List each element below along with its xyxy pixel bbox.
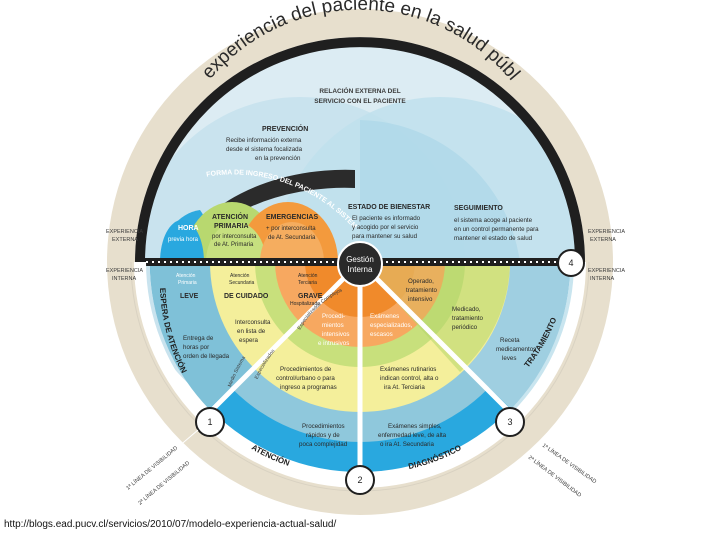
espera-leve-1: Entrega de [183, 335, 214, 342]
hora-heading: HORA [178, 225, 199, 232]
trat-receta-2: medicamentos [496, 346, 536, 353]
trat-medicado-3: periódico [452, 324, 478, 331]
atencion-low-2: rápidos y de [306, 432, 340, 439]
espera-leve-2: horas por [183, 344, 209, 351]
level-3-label: GRAVE [298, 293, 323, 300]
seguimiento-heading: SEGUIMIENTO [454, 205, 503, 212]
right-externa-2: EXTERNA [590, 237, 616, 243]
emergencias-heading: EMERGENCIAS [266, 214, 318, 221]
atencion-mid-3: ingreso a programas [280, 384, 337, 391]
prevencion-line-1: Recibe información externa [226, 137, 302, 144]
espera-cuidado-2: en lista de [237, 328, 266, 335]
estado-line-3: para mantener su salud [352, 233, 418, 240]
right-externa-1: EXPERIENCIA [588, 229, 625, 235]
relacion-line-1: RELACIÓN EXTERNA DEL [319, 86, 400, 95]
trat-receta-3: leves [502, 355, 516, 362]
emergencias-text-1: + por interconsulta [266, 226, 316, 232]
level-3-top-1: Atención [298, 273, 318, 279]
primaria-text-2: de At. Primaria [214, 242, 254, 248]
seguimiento-line-2: en un control permanente para [454, 226, 539, 233]
marker-4-label: 4 [568, 258, 573, 268]
vis-line-left [129, 429, 199, 489]
seguimiento-line-3: mantener el estado de salud [454, 235, 533, 242]
hora-text: previa hora [168, 237, 199, 243]
level-2-top-2: Secundaria [229, 280, 255, 286]
marker-1-label: 1 [207, 417, 212, 427]
prevencion-line-2: desde el sistema focalizada [226, 146, 303, 153]
trat-operado-3: intensivo [408, 296, 433, 303]
diag-simples-3: o ira At. Secundaria [380, 441, 435, 448]
source-caption[interactable]: http://blogs.ead.pucv.cl/servicios/2010/… [4, 519, 337, 530]
primaria-text-1: por interconsulta [212, 234, 257, 240]
gestion-line-1: Gestión [346, 255, 374, 264]
atencion-low-1: Procedimientos [302, 423, 345, 430]
estado-line-1: El paciente es informado [352, 215, 421, 222]
diag-simples-1: Exámenes simples, [388, 423, 442, 430]
vis-right-1: 1ª LÍNEA DE VISIBILIDAD [541, 443, 597, 485]
vis-left-2: 2ª LÍNEA DE VISIBILIDAD [137, 460, 191, 506]
atencion-mid-1: Procedimientos de [280, 366, 332, 373]
emergencias-text-2: de At. Secundaria [268, 235, 316, 241]
atencion-low-3: poca complejidad [299, 441, 348, 448]
diag-rutinarios-1: Exámenes rutinarios [380, 366, 436, 373]
espera-grave-4: e intrusivos [318, 340, 349, 347]
primaria-heading-2: PRIMARIA [214, 223, 249, 230]
level-2-label: DE CUIDADO [224, 293, 269, 300]
level-1-label: LEVE [180, 293, 199, 300]
trat-operado-1: Operado, [408, 278, 434, 285]
right-interna-1: EXPERIENCIA [588, 268, 625, 274]
espera-cuidado-1: Interconsulta [235, 319, 271, 326]
vis-left-1: 1ª LÍNEA DE VISIBILIDAD [125, 445, 179, 491]
right-interna-2: INTERNA [590, 276, 614, 282]
prevencion-line-3: en la prevención [255, 155, 301, 162]
trat-operado-2: tratamiento [406, 287, 438, 294]
atencion-mid-2: control/urbano o para [276, 375, 335, 382]
outer-dark-arc [135, 37, 585, 263]
gestion-interna-circle [337, 241, 383, 287]
estado-region [360, 120, 520, 262]
estado-heading: ESTADO DE BIENESTAR [348, 204, 430, 211]
espera-grave-3: intensivos [322, 331, 350, 338]
espera-grave-1: Procedi- [322, 313, 345, 320]
espera-cuidado-3: espera [239, 337, 258, 344]
diag-simples-2: enfermedad leve, de alta [378, 432, 447, 439]
diag-especializados-3: escasos [370, 331, 393, 338]
left-externa-1: EXPERIENCIA [106, 229, 143, 235]
level-1-top-2: Primaria [178, 280, 197, 286]
diag-rutinarios-2: indican control, alta o [380, 375, 439, 382]
divider-left [210, 260, 362, 412]
marker-4 [557, 249, 585, 277]
level-3-top-2: Terciaria [298, 280, 317, 286]
left-externa-2: EXTERNA [112, 237, 138, 243]
marker-1 [195, 407, 225, 437]
prevencion-heading: PREVENCIÓN [262, 124, 308, 133]
marker-3-label: 3 [507, 417, 512, 427]
level-1-top-1: Atención [176, 273, 196, 279]
tratamiento-orange [360, 262, 445, 322]
level-2-top-1: Atención [230, 273, 250, 279]
espera-leve-3: orden de llegada [183, 353, 230, 360]
trat-medicado-1: Medicado, [452, 306, 481, 313]
diag-rutinarios-3: ira At. Terciaria [384, 384, 425, 391]
relacion-line-2: SERVICIO CON EL PACIENTE [314, 98, 406, 105]
marker-2-label: 2 [357, 475, 362, 485]
marker-2 [345, 465, 375, 495]
diag-especializados-2: especializados, [370, 322, 413, 329]
seguimiento-line-1: el sistema acoge al paciente [454, 217, 533, 224]
diag-especializados-1: Exámenes [370, 313, 399, 320]
primaria-heading-1: ATENCIÓN [212, 212, 248, 221]
espera-grave-2: mientos [322, 322, 344, 329]
level-3-sublabel: Hospitalizado [290, 301, 320, 307]
trat-medicado-2: tratamiento [452, 315, 484, 322]
vis-right-2: 2ª LÍNEA DE VISIBILIDAD [527, 455, 582, 499]
left-interna-1: EXPERIENCIA [106, 268, 143, 274]
divider-right [358, 260, 510, 412]
estado-line-2: y acogido por el servicio [352, 224, 419, 231]
left-interna-2: INTERNA [112, 276, 136, 282]
marker-3 [495, 407, 525, 437]
gestion-line-2: Interna [348, 265, 373, 274]
trat-receta-1: Receta [500, 337, 520, 344]
